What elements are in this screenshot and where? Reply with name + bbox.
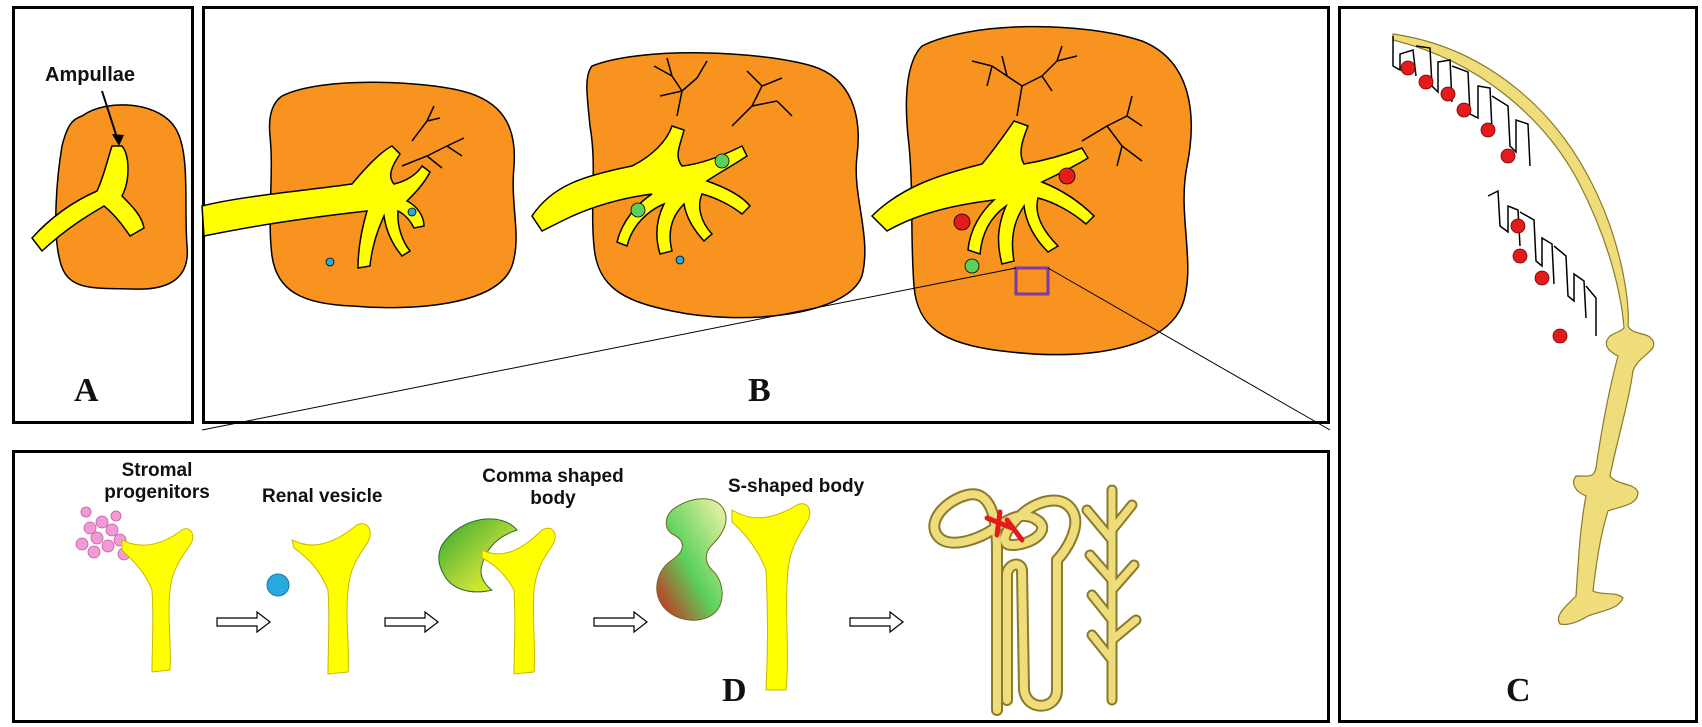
- flow-arrow-3: [594, 612, 647, 632]
- bud-stage3: [482, 528, 555, 674]
- flow-arrow-1: [217, 612, 270, 632]
- flow-arrow-2: [385, 612, 438, 632]
- stromal-cluster: [76, 507, 130, 560]
- glomeruli-c: [1401, 61, 1567, 343]
- stage-label-stromal: Stromal progenitors: [92, 460, 222, 504]
- panel-c-diagram: [1338, 6, 1698, 723]
- renal-vesicle: [267, 574, 289, 596]
- bud-stage2: [292, 524, 370, 674]
- panel-c-letter: C: [1506, 672, 1531, 710]
- bud-stage4: [732, 504, 810, 690]
- stage-label-s-shaped: S-shaped body: [728, 476, 864, 498]
- panel-d-letter: D: [722, 672, 747, 710]
- s-shaped-body: [657, 499, 726, 620]
- collecting-duct: [1087, 490, 1136, 700]
- flow-arrow-4: [850, 612, 903, 632]
- stage-label-comma: Comma shaped body: [478, 466, 628, 510]
- bud-stage1: [122, 529, 193, 672]
- stage-label-renal-vesicle: Renal vesicle: [262, 486, 382, 508]
